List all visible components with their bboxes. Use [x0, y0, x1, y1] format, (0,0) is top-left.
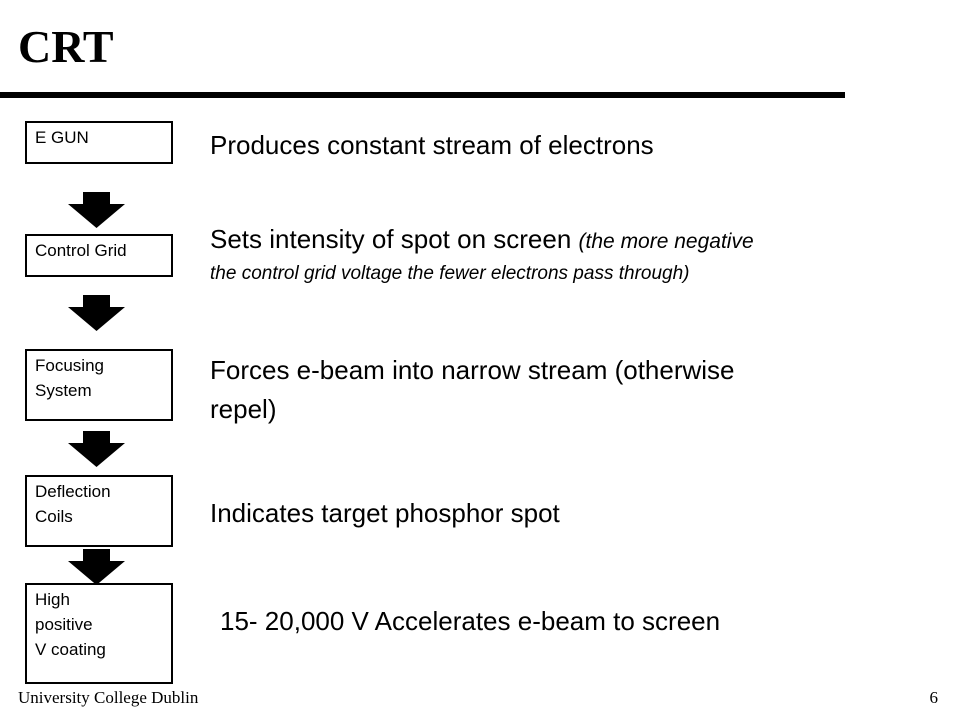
stage-label-line: E GUN: [35, 128, 89, 147]
stage-label-line: System: [35, 381, 92, 400]
down-arrow-icon: [68, 431, 125, 467]
footer-page-number: 6: [929, 688, 939, 707]
description-line: Forces e-beam into narrow stream (otherw…: [210, 355, 735, 385]
down-arrow-icon: [68, 549, 125, 585]
stage-label-line: High: [35, 590, 70, 609]
stage-description-control-grid: Sets intensity of spot on screen (the mo…: [210, 221, 930, 288]
stage-label-line: Control Grid: [35, 241, 127, 260]
description-main: Sets intensity of spot on screen: [210, 224, 572, 254]
footer-institution: University College Dublin: [18, 688, 199, 707]
stage-label-line: positive: [35, 615, 93, 634]
down-arrow-icon: [68, 295, 125, 331]
stage-label-line: Coils: [35, 507, 73, 526]
slide-title: CRT: [18, 21, 114, 72]
stage-box-focusing-system: Focusing System: [25, 349, 173, 421]
description-note-line2: the control grid voltage the fewer elect…: [210, 263, 690, 284]
title-underline: [0, 92, 845, 98]
stage-description-focusing-system: Forces e-beam into narrow stream (otherw…: [210, 351, 735, 429]
stage-label-line: Deflection: [35, 482, 111, 501]
stage-box-deflection-coils: Deflection Coils: [25, 475, 173, 547]
stage-label-line: Focusing: [35, 356, 104, 375]
stage-box-e-gun: E GUN: [25, 121, 173, 164]
stage-description-high-positive-v-coating: 15- 20,000 V Accelerates e-beam to scree…: [220, 606, 721, 636]
stage-description-e-gun: Produces constant stream of electrons: [210, 130, 654, 160]
description-line: repel): [210, 394, 277, 424]
description-note: (the more negative: [578, 230, 754, 253]
stage-box-control-grid: Control Grid: [25, 234, 173, 277]
stage-description-deflection-coils: Indicates target phosphor spot: [210, 498, 560, 528]
stage-label-line: V coating: [35, 640, 106, 659]
stage-box-high-positive-v-coating: High positive V coating: [25, 583, 173, 684]
down-arrow-icon: [68, 192, 125, 228]
